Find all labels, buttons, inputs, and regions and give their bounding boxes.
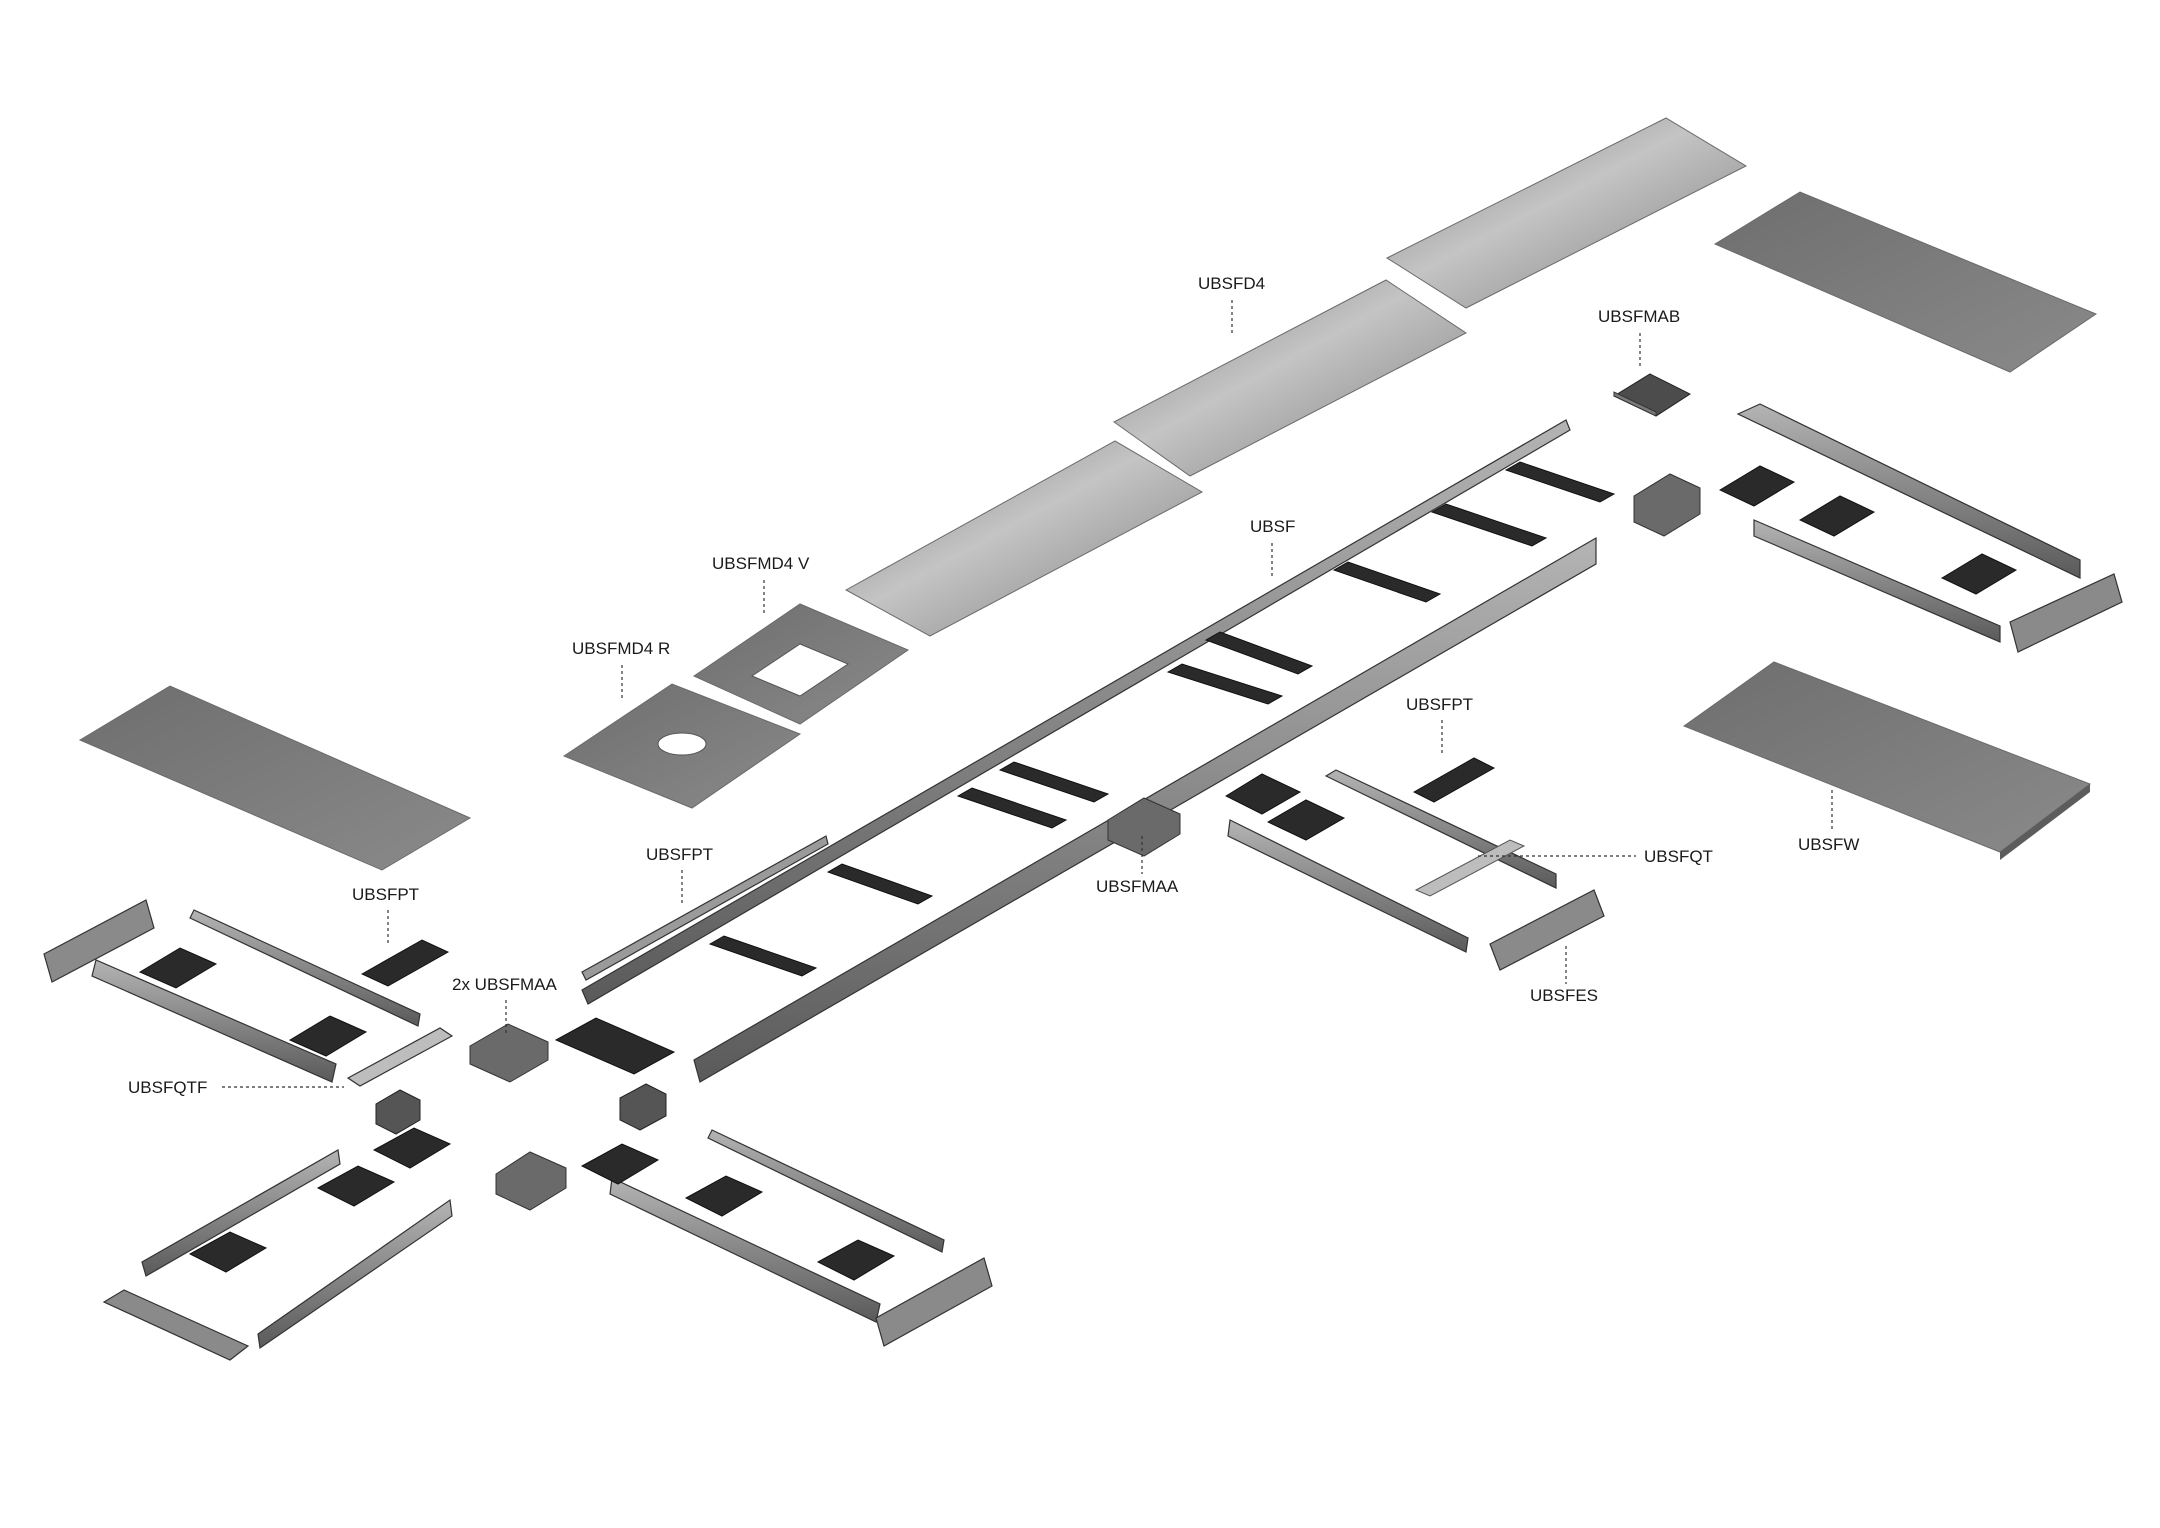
tray-bottom-left [102,1127,453,1361]
callout-ubsfpt-mid: UBSFPT [646,845,713,906]
label-ubsfqt: UBSFQT [1644,847,1713,866]
label-ubsfmab: UBSFMAB [1598,307,1680,326]
callout-ubsfd4: UBSFD4 [1198,274,1265,334]
cover-plate-2 [1113,279,1467,477]
tray-right-middle [1224,757,1605,971]
cover-plate-left [78,685,472,871]
ubsfqtf-rail [346,1027,454,1087]
ubsfmab-part [1612,373,1692,417]
ubsfpt-pad-left [360,939,450,987]
tray-right-top [1718,403,2123,653]
tray-left [43,899,454,1087]
ubsfqtf-post [375,1089,421,1135]
callout-ubsfmab: UBSFMAB [1598,307,1680,368]
end-stop-left [43,899,155,983]
ubsfmaa-corner-lower [495,1151,567,1211]
label-ubsfpt-mid: UBSFPT [646,845,713,864]
label-ubsfmaa: UBSFMAA [1096,877,1179,896]
callout-ubsfmd4v: UBSFMD4 V [712,554,810,614]
cover-plate-1 [1385,117,1748,309]
callout-ubsfpt-left: UBSFPT [352,885,419,944]
callout-ubsfpt-right: UBSFPT [1406,695,1473,756]
end-stop-bottom-left [102,1289,250,1361]
label-ubsfmd4v: UBSFMD4 V [712,554,810,573]
label-ubsfmd4r: UBSFMD4 R [572,639,670,658]
end-stop-bottom-right [875,1257,993,1347]
ubsfpt-pad-right [1412,757,1496,803]
callout-ubsfqt: UBSFQT [1478,847,1713,866]
callout-ubsfmaa: UBSFMAA [1096,836,1179,896]
ubsfmab-bracket [1633,473,1701,537]
cover-plate-far-right [1713,191,2098,373]
tray-bottom-right [580,1129,993,1347]
round-cutout [657,732,707,756]
ubsfes-end-stop [1489,889,1605,971]
end-stop-right-top [2009,573,2123,653]
label-ubsfes: UBSFES [1530,986,1598,1005]
callout-ubsfes: UBSFES [1530,946,1598,1005]
main-tray-crossbars [708,461,1616,977]
ubsfmd4r-plate [562,683,802,809]
callout-ubsfqtf: UBSFQTF [128,1078,344,1097]
ubsfw-plate [1682,661,2092,860]
main-tray-back-rail [581,419,1571,1005]
callout-ubsfmd4r: UBSFMD4 R [572,639,670,700]
ubsfmd4v-plate [692,603,910,725]
label-ubsfqtf: UBSFQTF [128,1078,207,1097]
label-ubsfw: UBSFW [1798,835,1859,854]
callout-ubsfmaa-2x: 2x UBSFMAA [452,975,558,1036]
ubsfmaa-corner-mid [1107,797,1181,857]
callout-ubsfw: UBSFW [1798,790,1859,854]
label-ubsfmaa-2x: 2x UBSFMAA [452,975,558,994]
label-ubsf: UBSF [1250,517,1295,536]
square-cutout [750,643,850,697]
label-ubsfd4: UBSFD4 [1198,274,1265,293]
ubsfpt-strip-mid [581,835,829,981]
label-ubsfpt-left: UBSFPT [352,885,419,904]
label-ubsfpt-right: UBSFPT [1406,695,1473,714]
cover-plate-3 [844,440,1204,637]
junction-post [619,1083,667,1131]
cover-plates-top [844,117,2098,637]
callout-ubsf: UBSF [1250,517,1295,578]
ubsfmaa-corner-left [469,1023,549,1083]
junction-crossbar [554,1017,676,1075]
ubsfqt-crossrail [1414,839,1526,897]
